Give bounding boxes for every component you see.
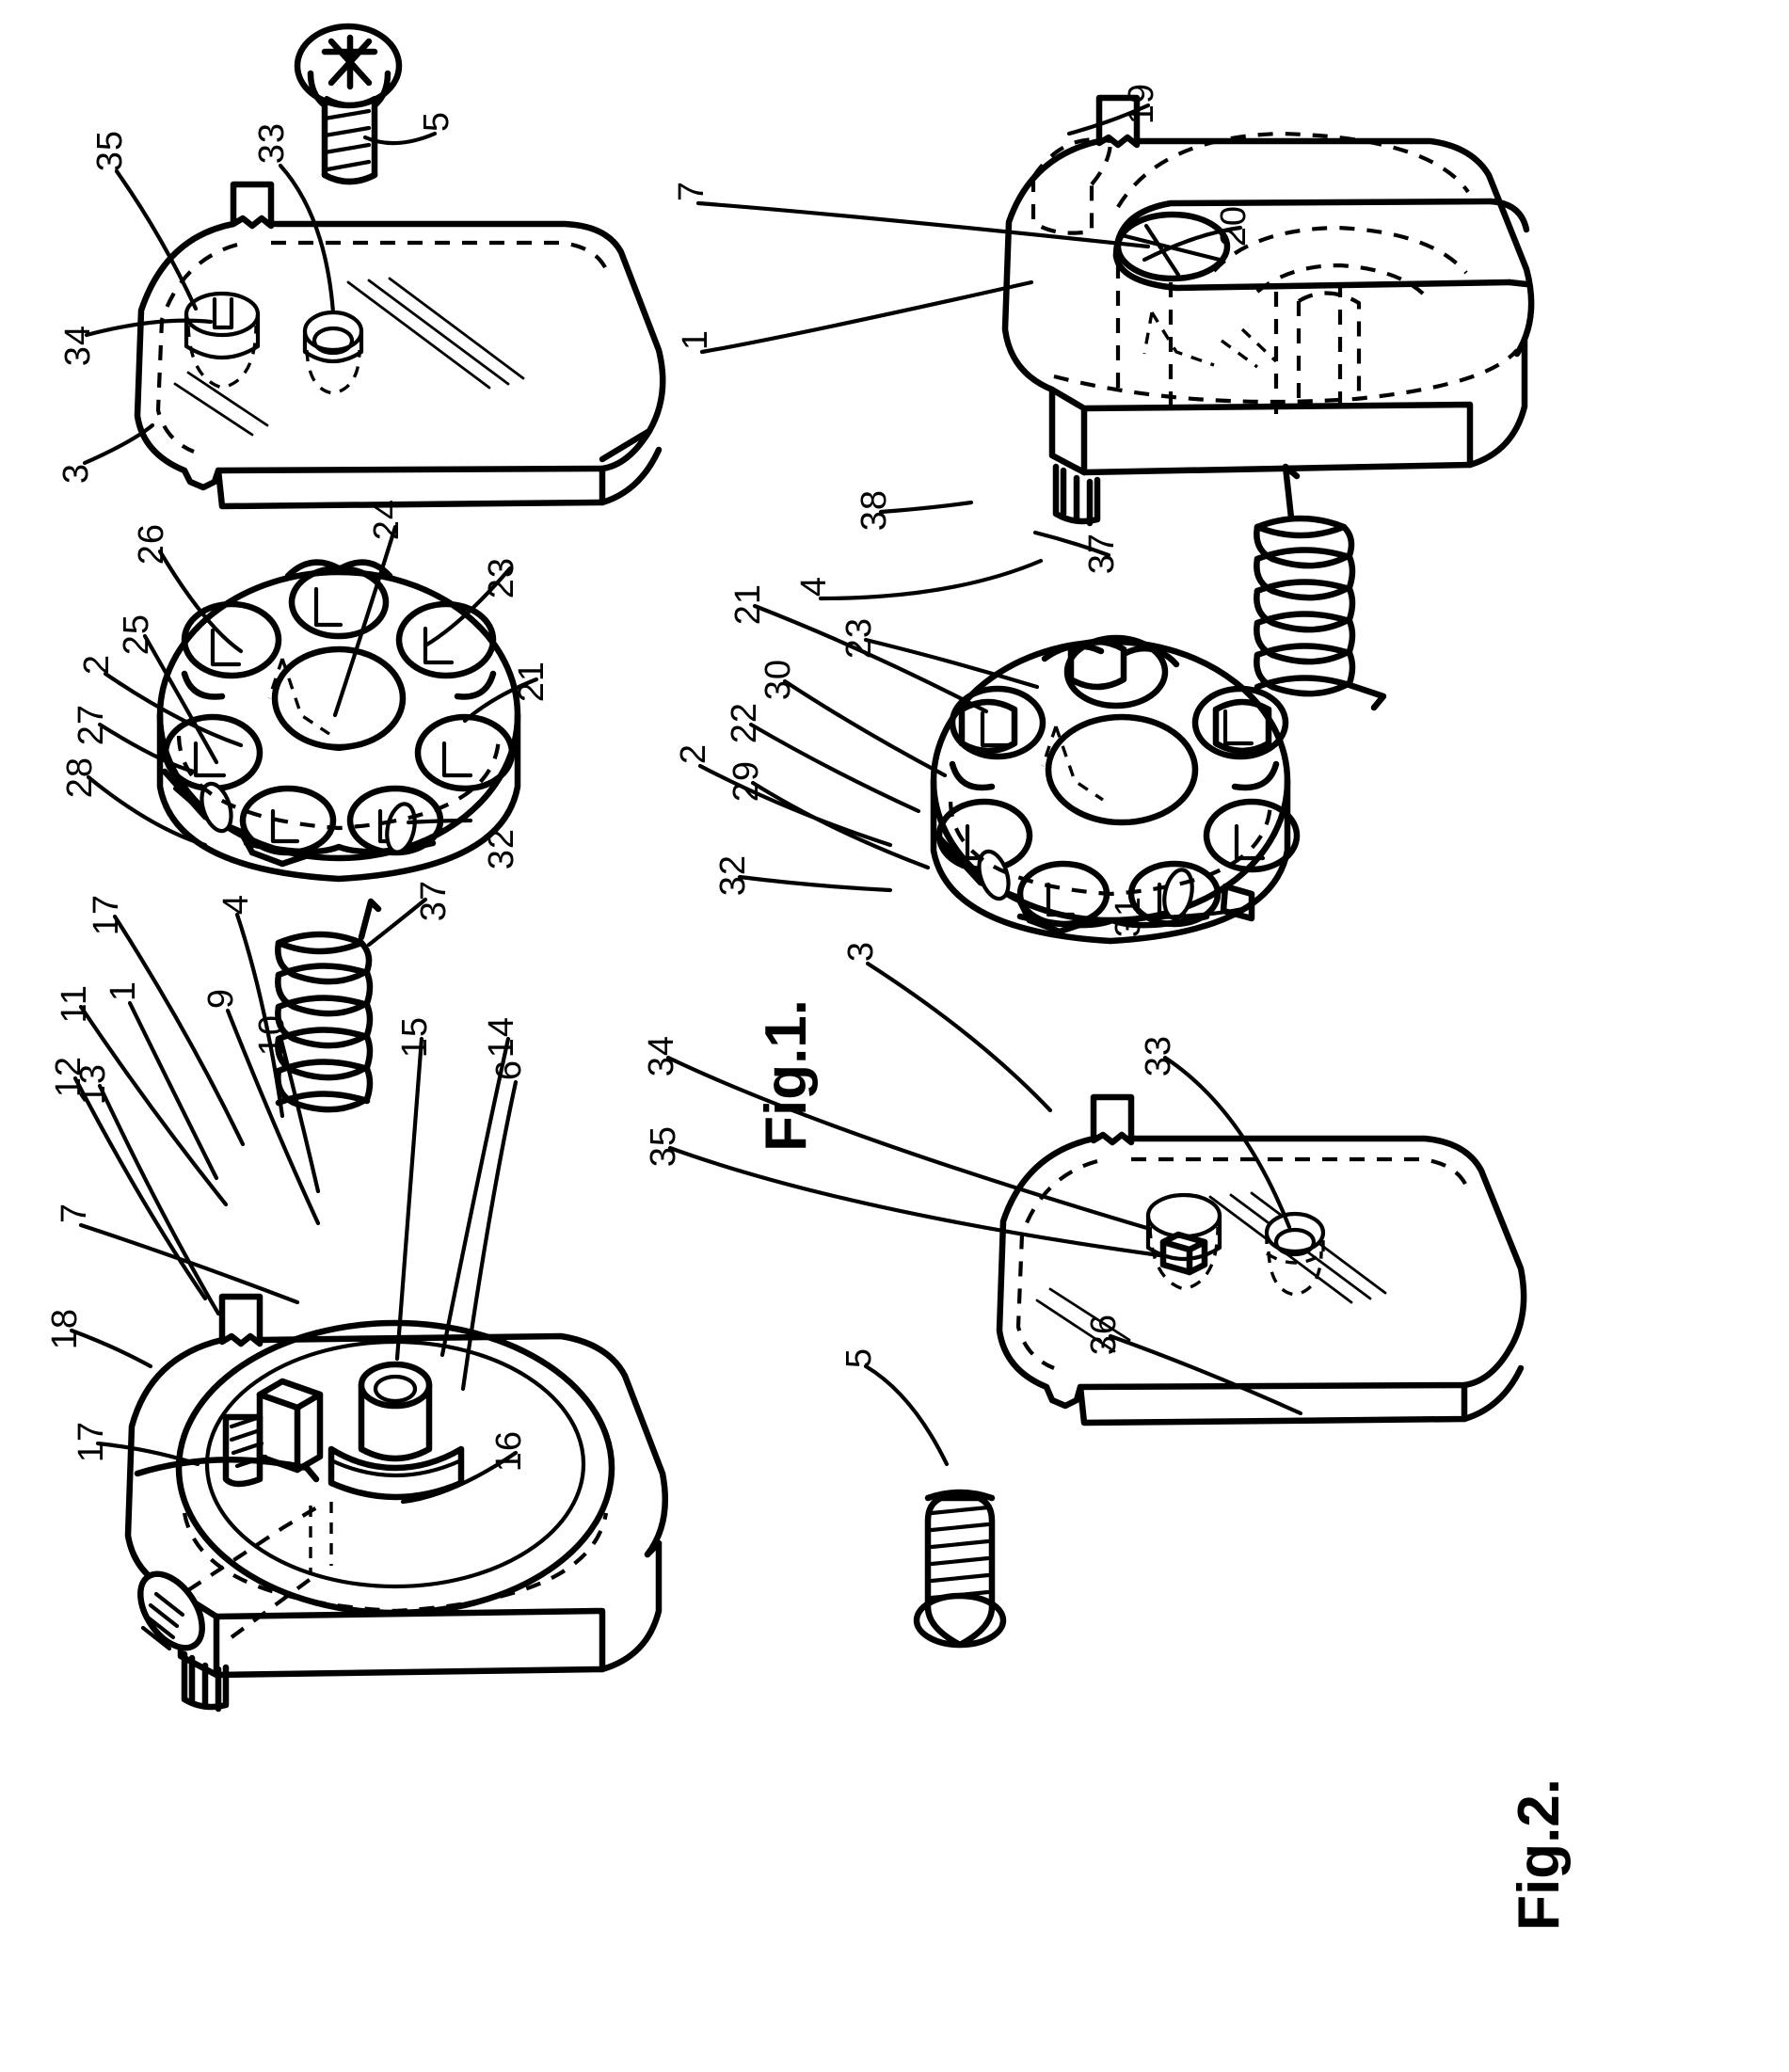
callout-11: 11: [55, 984, 94, 1024]
callout-7a: 7: [55, 1203, 94, 1224]
callout-33: 33: [252, 122, 292, 165]
fig2-rotor-disc-2: [930, 634, 1301, 945]
leader-lines: [69, 103, 1303, 1505]
callout-34b: 34: [642, 1035, 681, 1077]
callout-36: 36: [1084, 1314, 1124, 1356]
callout-4: 4: [216, 894, 256, 916]
callout-33b: 33: [1139, 1035, 1178, 1077]
callout-2: 2: [77, 654, 117, 676]
callout-3: 3: [56, 463, 96, 485]
callout-1b: 1: [676, 329, 715, 351]
callout-32b: 32: [713, 854, 753, 897]
callout-5b: 5: [839, 1347, 879, 1369]
callout-17b: 17: [72, 1421, 111, 1463]
callout-17a: 17: [87, 894, 126, 936]
fig1-spring-4: [275, 898, 382, 1113]
fig2-housing-1: [1001, 94, 1535, 527]
callout-30: 30: [759, 659, 798, 701]
callout-4b: 4: [794, 576, 834, 598]
callout-2b: 2: [674, 743, 713, 765]
callout-29: 29: [727, 760, 766, 803]
callout-35: 35: [90, 130, 130, 172]
callout-7b: 7: [672, 181, 711, 202]
figure-label-fig2: Fig.2.: [1507, 1778, 1572, 1931]
callout-16: 16: [489, 1430, 529, 1473]
callout-34: 34: [58, 325, 98, 367]
callout-23: 23: [482, 557, 521, 599]
callout-25: 25: [117, 614, 156, 656]
callout-14: 14: [482, 1016, 521, 1059]
callout-22: 22: [725, 702, 764, 744]
callout-23b: 23: [839, 617, 879, 660]
callout-15: 15: [395, 1016, 435, 1059]
fig1-housing-1: [124, 1293, 669, 1713]
callout-21: 21: [512, 661, 551, 703]
fig1-cover-plate-3: [134, 181, 666, 510]
callout-37b: 37: [1082, 533, 1122, 575]
callout-6: 6: [489, 1060, 529, 1081]
callout-18: 18: [45, 1308, 85, 1350]
callout-32: 32: [482, 828, 521, 870]
callout-31: 31: [1109, 896, 1148, 938]
figure-label-fig1: Fig.1.: [754, 999, 819, 1152]
callout-38: 38: [855, 489, 894, 532]
callout-21b: 21: [728, 583, 768, 626]
fig2-cover-plate-3: [996, 1093, 1527, 1426]
fig2-screw-5: [913, 1489, 1007, 1649]
callout-19: 19: [1122, 83, 1161, 125]
callout-20: 20: [1214, 205, 1254, 247]
callout-28: 28: [60, 757, 100, 799]
callout-24: 24: [367, 499, 407, 541]
callout-3b: 3: [841, 941, 881, 963]
callout-37: 37: [414, 880, 454, 922]
callout-9: 9: [201, 988, 241, 1010]
callout-27: 27: [72, 704, 111, 746]
callout-35b: 35: [644, 1125, 683, 1168]
callout-1: 1: [104, 980, 143, 1002]
fig1-screw-5: [294, 23, 403, 185]
callout-5: 5: [417, 111, 456, 133]
fig2-spring-4: [1254, 463, 1387, 711]
callout-10: 10: [252, 1014, 292, 1057]
callout-13: 13: [73, 1063, 113, 1106]
callout-26: 26: [132, 523, 171, 566]
